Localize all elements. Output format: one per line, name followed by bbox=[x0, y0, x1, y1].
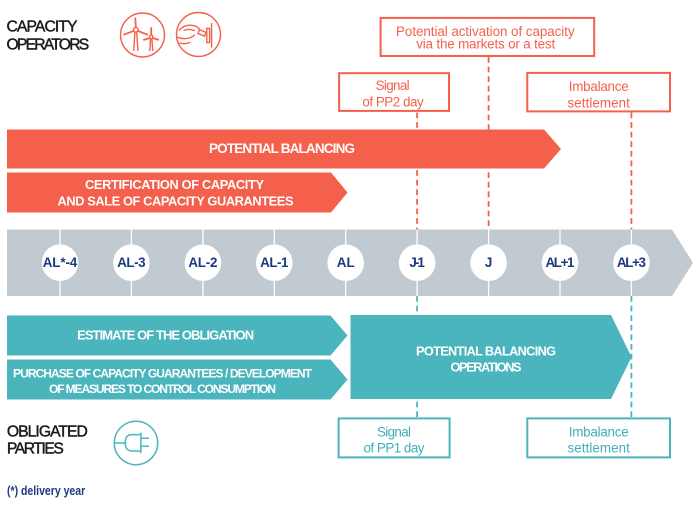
svg-text:Imbalance: Imbalance bbox=[569, 425, 629, 440]
svg-text:PURCHASE OF CAPACITY GUARANTEE: PURCHASE OF CAPACITY GUARANTEES / DEVELO… bbox=[13, 366, 313, 380]
svg-text:OPERATORS: OPERATORS bbox=[7, 37, 90, 54]
svg-text:AL-1: AL-1 bbox=[260, 255, 289, 270]
svg-text:AND SALE OF CAPACITY GUARANTEE: AND SALE OF CAPACITY GUARANTEES bbox=[58, 194, 294, 209]
svg-text:of PP1 day: of PP1 day bbox=[364, 441, 425, 456]
svg-text:POTENTIAL BALANCING: POTENTIAL BALANCING bbox=[416, 344, 556, 358]
svg-text:Potential activation of capaci: Potential activation of capacity bbox=[396, 24, 575, 39]
svg-text:Signal: Signal bbox=[376, 78, 410, 93]
svg-text:(*) delivery year: (*) delivery year bbox=[7, 484, 85, 498]
svg-text:CERTIFICATION OF CAPACITY: CERTIFICATION OF CAPACITY bbox=[85, 177, 264, 192]
svg-text:of PP2 day: of PP2 day bbox=[362, 94, 424, 109]
svg-text:AL-2: AL-2 bbox=[188, 255, 217, 270]
svg-text:OF MEASURES TO CONTROL CONSUMP: OF MEASURES TO CONTROL CONSUMPTION bbox=[49, 382, 276, 396]
svg-text:OBLIGATED: OBLIGATED bbox=[7, 423, 88, 440]
svg-text:Imbalance: Imbalance bbox=[569, 79, 629, 94]
svg-text:AL: AL bbox=[337, 255, 355, 270]
svg-text:AL+3: AL+3 bbox=[617, 255, 646, 270]
svg-text:settlement: settlement bbox=[568, 96, 631, 111]
svg-text:OPERATIONS: OPERATIONS bbox=[451, 360, 522, 374]
svg-text:J: J bbox=[485, 255, 492, 270]
svg-text:CAPACITY: CAPACITY bbox=[7, 19, 79, 36]
svg-text:POTENTIAL BALANCING: POTENTIAL BALANCING bbox=[209, 141, 355, 156]
svg-text:PARTIES: PARTIES bbox=[7, 441, 64, 458]
svg-text:AL*-4: AL*-4 bbox=[43, 255, 78, 270]
svg-text:Signal: Signal bbox=[377, 425, 411, 440]
svg-text:via the markets or a test: via the markets or a test bbox=[416, 37, 555, 52]
svg-text:J-1: J-1 bbox=[409, 255, 425, 270]
svg-text:settlement: settlement bbox=[568, 441, 631, 456]
svg-text:AL+1: AL+1 bbox=[546, 255, 576, 270]
svg-text:AL-3: AL-3 bbox=[117, 255, 145, 270]
svg-text:ESTIMATE OF THE OBLIGATION: ESTIMATE OF THE OBLIGATION bbox=[77, 328, 254, 343]
